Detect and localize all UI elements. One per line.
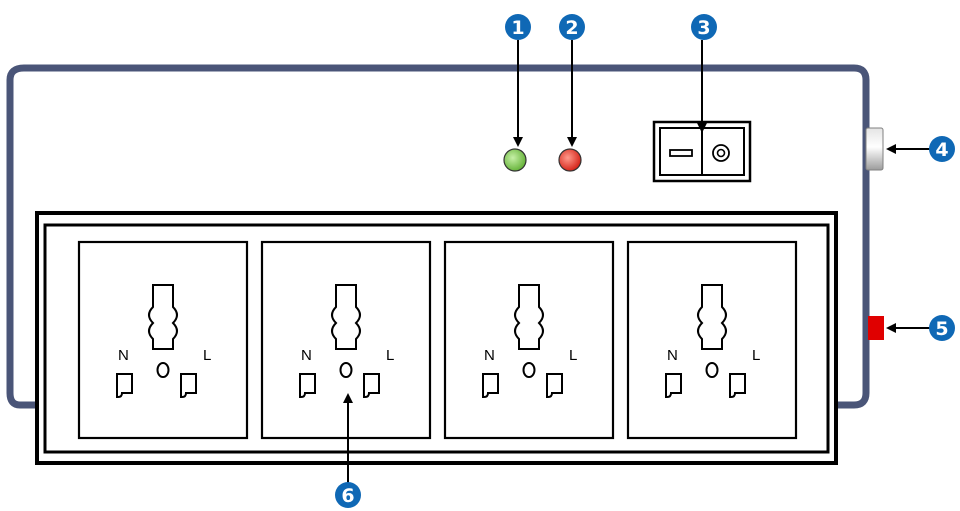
callout-badge-2: 2 (559, 14, 585, 40)
callout-number: 4 (935, 139, 948, 161)
neutral-slot (482, 373, 499, 398)
live-slot (729, 373, 746, 398)
side-knob[interactable] (865, 127, 884, 171)
callout-badge-1: 1 (505, 14, 531, 40)
socket-4[interactable]: N L (626, 240, 798, 440)
socket-3[interactable]: N L (443, 240, 615, 440)
callout-number: 6 (341, 485, 354, 507)
live-slot (180, 373, 197, 398)
socket-top-slot (514, 284, 544, 350)
green-indicator-led (503, 148, 527, 172)
housing-outline (6, 64, 870, 409)
neutral-slot (116, 373, 133, 398)
callout-badge-5: 5 (929, 315, 955, 341)
socket-top-slot (148, 284, 178, 350)
socket-ground-hole (339, 362, 353, 378)
neutral-label: N (301, 347, 312, 364)
live-slot (363, 373, 380, 398)
socket-ground-hole (156, 362, 170, 378)
neutral-label: N (667, 347, 678, 364)
live-slot (546, 373, 563, 398)
callout-number: 2 (565, 17, 578, 39)
neutral-slot (665, 373, 682, 398)
callout-number: 5 (935, 318, 948, 340)
live-label: L (203, 347, 211, 364)
switch-off-mark (669, 149, 693, 157)
callout-number: 3 (697, 17, 710, 39)
callout-badge-4: 4 (929, 136, 955, 162)
fuse-reset-button[interactable] (868, 316, 884, 340)
socket-1[interactable]: N L (77, 240, 249, 440)
neutral-label: N (484, 347, 495, 364)
callout-arrows (343, 40, 930, 484)
live-label: L (752, 347, 760, 364)
red-indicator-led (558, 148, 582, 172)
callout-badge-3: 3 (691, 14, 717, 40)
socket-ground-hole (705, 362, 719, 378)
live-label: L (569, 347, 577, 364)
socket-2[interactable]: N L (260, 240, 432, 440)
socket-ground-hole (522, 362, 536, 378)
socket-top-slot (697, 284, 727, 350)
socket-top-slot (331, 284, 361, 350)
callout-badge-6: 6 (335, 482, 361, 508)
neutral-slot (299, 373, 316, 398)
live-label: L (386, 347, 394, 364)
neutral-label: N (118, 347, 129, 364)
callout-number: 1 (511, 17, 524, 39)
